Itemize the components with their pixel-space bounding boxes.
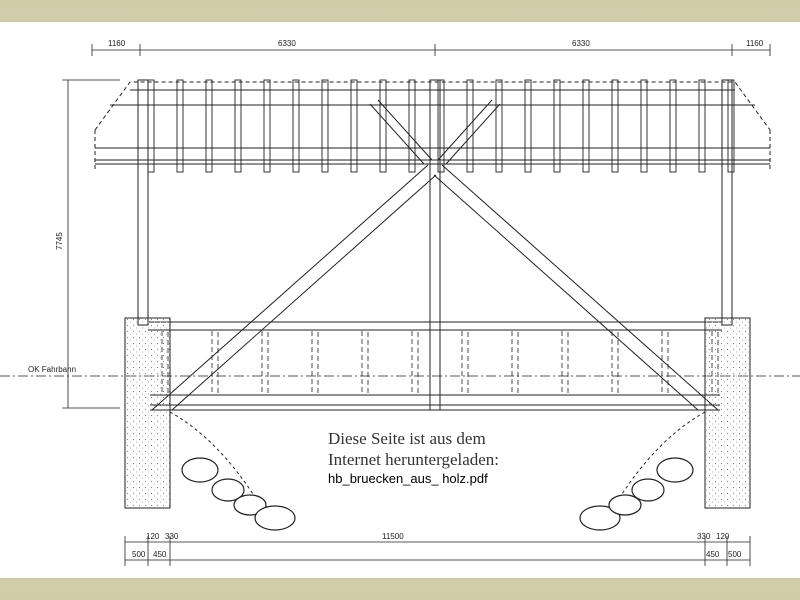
top-dimension-line [91, 44, 771, 56]
rafter [611, 79, 619, 173]
rafter [524, 79, 532, 173]
height-dimension-line [62, 79, 120, 409]
download-notice: Diese Seite ist aus dem Internet herunte… [328, 428, 628, 488]
riprap-stones [181, 457, 694, 531]
roof-rafters [147, 79, 735, 173]
label-roadway: OK Fahrbahn [28, 365, 76, 374]
rafter [553, 79, 561, 173]
dim-height: 7745 [55, 232, 64, 250]
roof-bracing [369, 99, 501, 165]
rafter [292, 79, 300, 173]
rafter [234, 79, 242, 173]
dim-bottom-4: 330 [697, 532, 711, 541]
notice-line-1: Diese Seite ist aus dem [328, 429, 486, 448]
dim-bottom-1: 120 [146, 532, 160, 541]
dim-top-1: 1160 [108, 39, 126, 48]
dim-bottom-8: 450 [706, 550, 720, 559]
rafter [582, 79, 590, 173]
rafter [640, 79, 648, 173]
dim-bottom-7: 450 [153, 550, 167, 559]
rafter [205, 79, 213, 173]
dim-bottom-6: 500 [132, 550, 146, 559]
rafter [698, 79, 706, 173]
rafter [466, 79, 474, 173]
rafter [176, 79, 184, 173]
dim-top-2: 6330 [278, 39, 296, 48]
rafter [437, 79, 445, 173]
deck-beam [211, 329, 219, 396]
rafter [263, 79, 271, 173]
deck [148, 321, 722, 411]
dim-bottom-5: 120 [716, 532, 730, 541]
rafter [379, 79, 387, 173]
dim-top-4: 1160 [746, 39, 764, 48]
deck-beam [461, 329, 469, 396]
deck-beam [311, 329, 319, 396]
deck-beam [261, 329, 269, 396]
deck-beam [361, 329, 369, 396]
dim-top-3: 6330 [572, 39, 590, 48]
rafter [350, 79, 358, 173]
deck-beam [611, 329, 619, 396]
bottom-dimension-lines [124, 536, 751, 566]
roof [94, 81, 771, 170]
deck-beam [561, 329, 569, 396]
diagonal-struts [151, 164, 719, 411]
abutments [124, 317, 751, 509]
dim-bottom-9: 500 [728, 550, 742, 559]
notice-filename: hb_bruecken_aus_ holz.pdf [328, 471, 488, 486]
deck-beam [661, 329, 669, 396]
rafter [669, 79, 677, 173]
rafter [321, 79, 329, 173]
dim-bottom-2: 330 [165, 532, 179, 541]
rafter [727, 79, 735, 173]
rafter [147, 79, 155, 173]
deck-beam [411, 329, 419, 396]
deck-beam [511, 329, 519, 396]
dim-bottom-3: 11500 [382, 532, 404, 541]
rafter [495, 79, 503, 173]
rafter [408, 79, 416, 173]
notice-line-2: Internet heruntergeladen: [328, 450, 500, 469]
